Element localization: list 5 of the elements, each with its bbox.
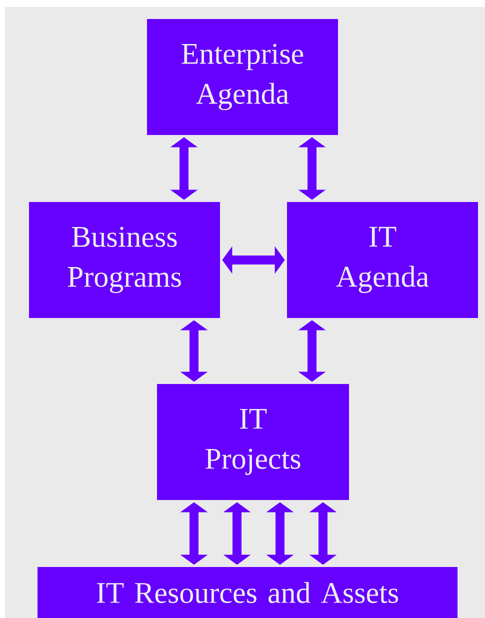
- process-box: Business Programs: [29, 202, 220, 318]
- process-box: IT Agenda: [287, 202, 478, 318]
- process-box: IT Resources and Assets: [38, 567, 458, 618]
- process-box: Enterprise Agenda: [147, 19, 338, 135]
- process-box: IT Projects: [157, 384, 349, 500]
